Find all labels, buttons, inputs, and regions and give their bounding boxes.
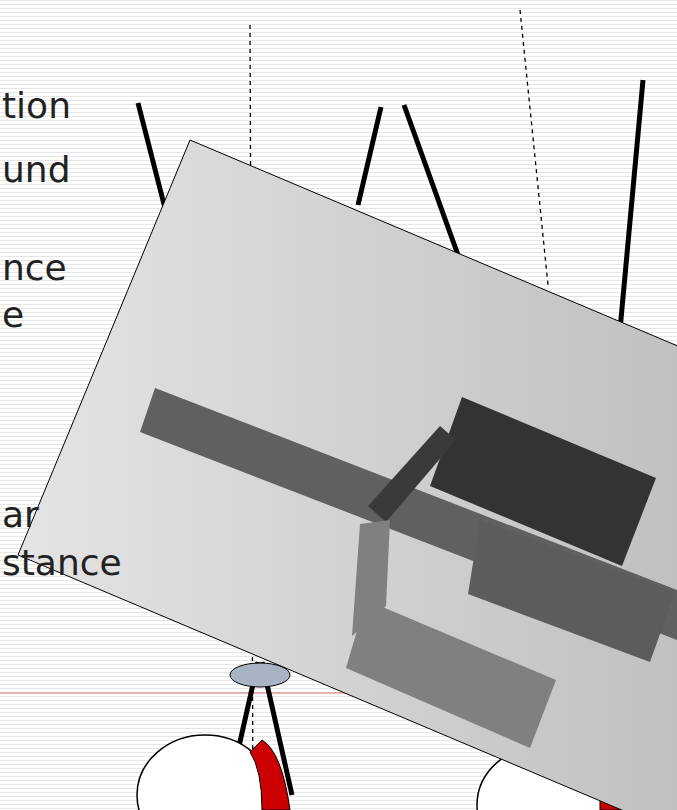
slide-text-fragment: stance <box>2 545 122 581</box>
slide-text-fragment: tion <box>2 88 71 124</box>
slide-text-fragment: und <box>2 152 70 188</box>
slide-text-fragment: ar <box>2 497 39 533</box>
slide-text-fragment: nce <box>2 250 67 286</box>
tilted-image-plane <box>18 140 677 810</box>
slide-text-fragment: e <box>2 297 24 333</box>
